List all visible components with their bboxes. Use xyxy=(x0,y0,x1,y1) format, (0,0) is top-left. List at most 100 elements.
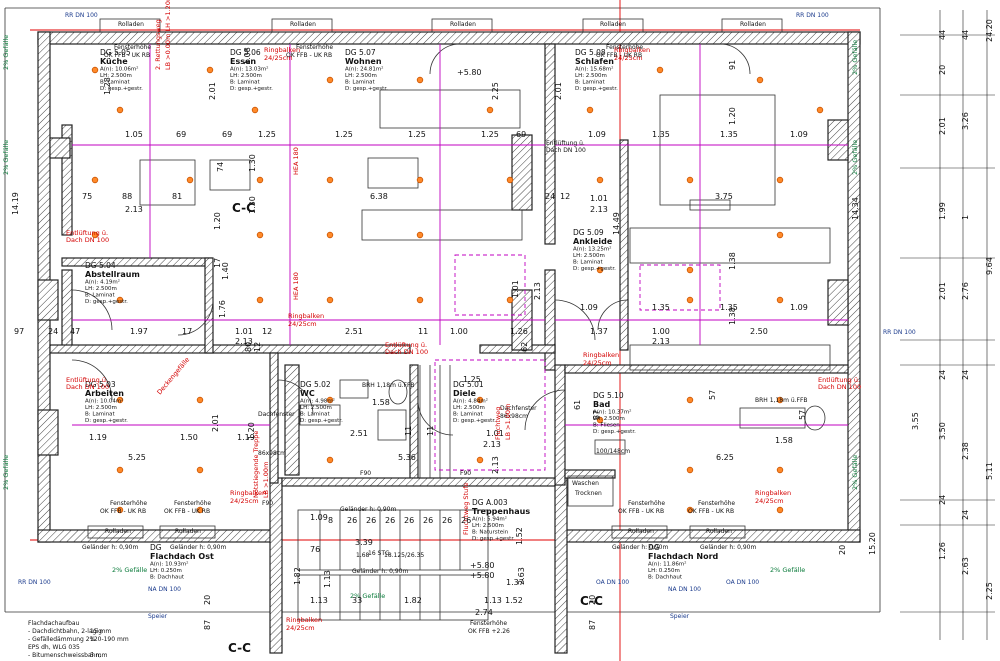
plan-note: BRH 1,18m ü.FFB xyxy=(755,397,808,404)
ceiling-light-icon xyxy=(596,176,604,184)
dimension-label: 3.26 xyxy=(961,112,970,130)
dimension-label: 62 xyxy=(520,342,529,352)
dimension-label: 24 xyxy=(961,510,970,520)
red-note: Dach DN 100 xyxy=(66,236,109,244)
slope-label: 2% Gefälle xyxy=(851,455,859,490)
plan-note: OK FFB - UK RB xyxy=(286,52,332,59)
ceiling-light-icon xyxy=(686,396,694,404)
room-label-wc: LH: 2.500m xyxy=(300,405,332,411)
room-label-bad: D: gesp.+gestr. xyxy=(593,429,636,435)
ceiling-light-icon xyxy=(91,66,99,74)
furniture xyxy=(139,89,831,621)
room-label-schlafen: Schlafen xyxy=(575,57,614,66)
plan-note: OK FFB +2.26 xyxy=(468,628,510,635)
stair-step-number: 26 xyxy=(347,516,357,525)
ceiling-light-icon xyxy=(596,416,604,424)
dimension-label: 2.25 xyxy=(985,582,994,600)
dimension-label: 1.20 xyxy=(213,212,222,230)
dimension-label: 2.01 xyxy=(938,117,947,135)
beam-label: 2. Rettungsweg xyxy=(154,19,162,70)
dimension-label: 1.38 xyxy=(728,307,737,325)
dimension-label: +5.80 xyxy=(457,68,482,77)
dimension-label: 2.76 xyxy=(961,282,970,300)
plan-note: OK FFB - UK RB xyxy=(104,52,150,59)
beam-label: LB >1.00m xyxy=(504,404,512,440)
room-label-essen: A(n): 13.03m² xyxy=(230,66,268,73)
drain-label: RR DN 100 xyxy=(883,329,916,336)
red-note: Ringbalken xyxy=(230,489,266,497)
dimension-label: 69 xyxy=(176,130,186,139)
room-label-flachdach_nord: DG xyxy=(648,543,660,552)
dimension-label: 1.13 xyxy=(310,596,328,605)
room-label-abstellraum: D: gesp.+gestr. xyxy=(85,299,128,305)
dimension-label: 2.01 xyxy=(208,82,217,100)
dimension-label: 15.20 xyxy=(868,532,877,555)
room-label-treppenhaus: LH: 2.500m xyxy=(472,523,504,529)
dimension-chains-right xyxy=(900,10,995,640)
dimension-label: 81 xyxy=(172,192,182,201)
ceiling-light-icon xyxy=(116,466,124,474)
drain-label: Speier xyxy=(670,613,690,620)
red-note: Entlüftung ü. xyxy=(66,229,108,237)
plan-note: F90 xyxy=(262,500,273,507)
ceiling-light-icon xyxy=(656,66,664,74)
ceiling-light-icon xyxy=(416,76,424,84)
room-label-wohnen: D: gesp.+gestr. xyxy=(345,86,388,92)
plan-note: - Dachdichtbahn, 2-lagig xyxy=(28,628,102,635)
dimension-label: 1.50 xyxy=(180,433,198,442)
room-label-treppenhaus: Treppenhaus xyxy=(472,507,530,516)
dimension-label: 14.19 xyxy=(11,192,20,215)
dimension-label: 5.25 xyxy=(128,453,146,462)
ceiling-light-icon xyxy=(256,296,264,304)
room-label-wohnen: A(n): 24.81m² xyxy=(345,66,383,73)
room-label-essen: DG 5.06 xyxy=(230,48,261,57)
room-label-schlafen: D: gesp.+gestr. xyxy=(575,86,618,92)
plan-note: - Gefälledämmung 2% xyxy=(28,636,96,643)
plan-note: Geländer h: 0,90m xyxy=(170,544,226,551)
dimension-label: 57 xyxy=(798,410,807,420)
ceiling-light-icon xyxy=(416,296,424,304)
room-label-schlafen: A(n): 15.68m² xyxy=(575,66,613,73)
room-label-essen: D: gesp.+gestr. xyxy=(230,86,273,92)
ceiling-light-icon xyxy=(91,176,99,184)
room-label-flachdach_ost: B: Dachhaut xyxy=(150,575,185,581)
room-label-diele: DG 5.01 xyxy=(453,380,484,389)
plan-note: 1.68 xyxy=(356,552,370,559)
room-label-wohnen: DG 5.07 xyxy=(345,48,376,57)
room-label-flachdach_nord: LH: 0.250m xyxy=(648,568,680,574)
dimension-label: 1.52 xyxy=(505,596,523,605)
ceiling-light-icon xyxy=(816,106,824,114)
dimension-label: 1.58 xyxy=(372,398,390,407)
plan-note: Rolladen xyxy=(600,21,626,28)
plan-note: Rolladen xyxy=(105,528,131,535)
plan-note: Fensterhöhe xyxy=(114,44,151,51)
electrical-lines xyxy=(72,44,848,471)
dimension-label: 20 xyxy=(838,545,847,555)
dimension-label: 3.39 xyxy=(355,538,373,547)
rolladen-boxes xyxy=(87,18,783,539)
room-label-essen: B: Laminat xyxy=(230,80,261,86)
dimension-label: 61 xyxy=(573,400,582,410)
room-label-kueche: Küche xyxy=(100,57,128,66)
ceiling-light-icon xyxy=(776,396,784,404)
dimension-label: 2.51 xyxy=(345,327,363,336)
dimension-label: 1.01 xyxy=(486,429,504,438)
dimension-label: 2.01 xyxy=(554,82,563,100)
dimension-label: 1.35 xyxy=(720,130,738,139)
ceiling-light-icon xyxy=(326,456,334,464)
plan-note: Dach DN 100 xyxy=(546,147,586,154)
dimension-label: 1.97 xyxy=(130,327,148,336)
plan-note: F90 xyxy=(360,470,371,477)
room-label-wc: WC xyxy=(300,389,315,398)
dimension-label: 1.08 xyxy=(243,47,252,65)
ceiling-light-icon xyxy=(506,176,514,184)
dimension-label: 1.37 xyxy=(506,578,524,587)
stair-step-number: 26 xyxy=(461,516,471,525)
dimension-label: 3.55 xyxy=(911,412,920,430)
dimension-label: 2.13 xyxy=(235,337,253,346)
red-note: 24/25cm xyxy=(614,54,643,62)
ceiling-light-icon xyxy=(116,396,124,404)
stair-step-number: 26 xyxy=(385,516,395,525)
